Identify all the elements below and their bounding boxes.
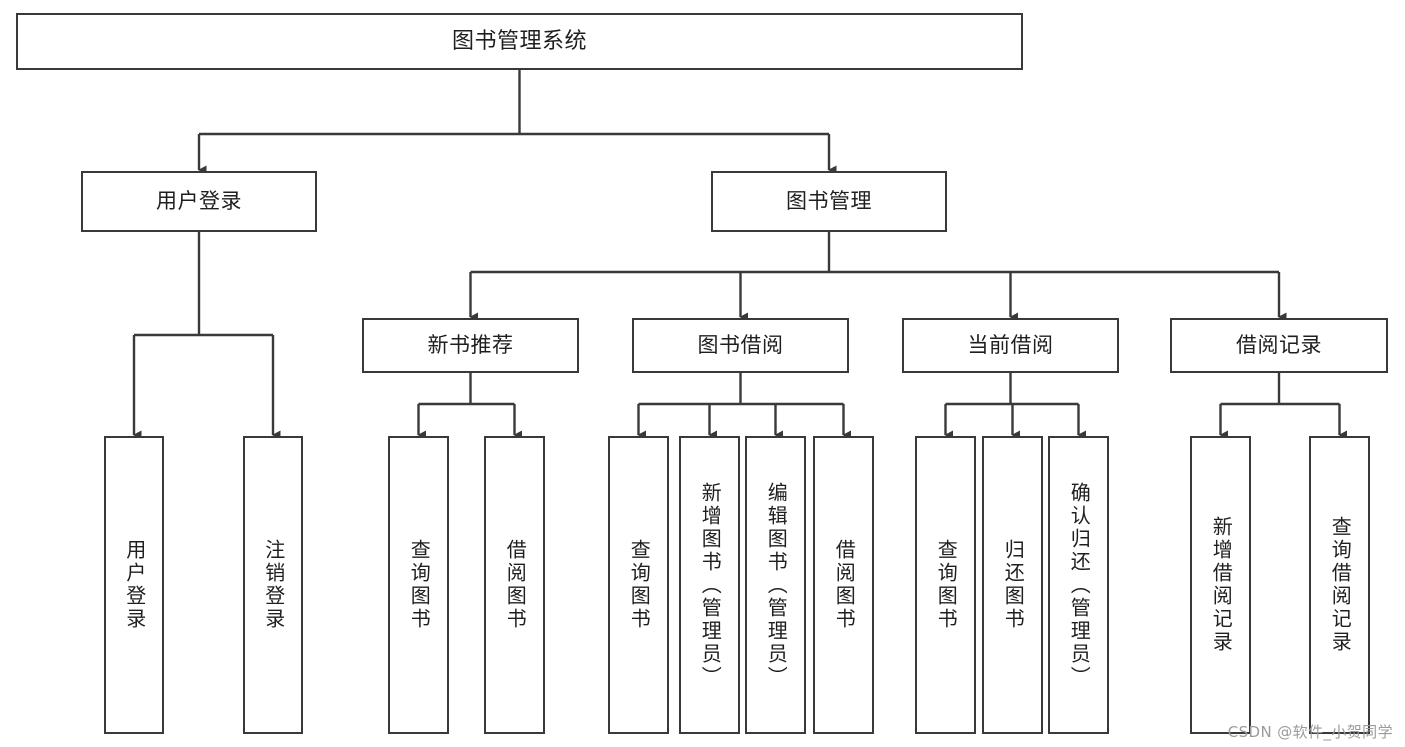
node-label: 借阅记录	[1236, 333, 1322, 358]
node-leaf-edit-book[interactable]: 编辑图书（管理员）	[745, 436, 806, 734]
node-label: 新增借阅记录	[1209, 516, 1234, 654]
node-leaf-query-record[interactable]: 查询借阅记录	[1309, 436, 1370, 734]
node-leaf-add-book[interactable]: 新增图书（管理员）	[679, 436, 740, 734]
node-label: 图书借阅	[697, 333, 784, 358]
node-label: 新增图书（管理员）	[698, 481, 723, 689]
node-label: 确认归还（管理员）	[1067, 481, 1092, 689]
node-borrow-record[interactable]: 借阅记录	[1170, 318, 1388, 373]
node-label: 归还图书	[1001, 539, 1026, 631]
node-label: 编辑图书（管理员）	[764, 481, 789, 689]
node-leaf-add-record[interactable]: 新增借阅记录	[1190, 436, 1251, 734]
node-leaf-confirm-return[interactable]: 确认归还（管理员）	[1048, 436, 1109, 734]
node-label: 查询图书	[407, 539, 432, 631]
node-leaf-user-login[interactable]: 用户登录	[104, 436, 164, 734]
node-user-login[interactable]: 用户登录	[81, 171, 317, 232]
node-new-book-recommend[interactable]: 新书推荐	[362, 318, 579, 373]
node-label: 新书推荐	[427, 333, 514, 358]
node-book-manage[interactable]: 图书管理	[711, 171, 947, 232]
node-leaf-logout[interactable]: 注销登录	[243, 436, 303, 734]
node-leaf-return-book[interactable]: 归还图书	[982, 436, 1043, 734]
node-leaf-query-book-2[interactable]: 查询图书	[608, 436, 669, 734]
node-label: 当前借阅	[967, 333, 1054, 358]
node-label: 查询图书	[627, 539, 652, 631]
node-label: 查询图书	[934, 539, 959, 631]
node-book-borrow[interactable]: 图书借阅	[632, 318, 849, 373]
node-leaf-borrow-book-1[interactable]: 借阅图书	[484, 436, 545, 734]
node-label: 借阅图书	[503, 539, 528, 631]
node-leaf-query-book-3[interactable]: 查询图书	[915, 436, 976, 734]
node-current-borrow[interactable]: 当前借阅	[902, 318, 1119, 373]
node-label: 查询借阅记录	[1328, 516, 1353, 654]
node-label: 用户登录	[156, 189, 242, 214]
node-leaf-query-book-1[interactable]: 查询图书	[388, 436, 449, 734]
node-label: 用户登录	[122, 539, 147, 631]
node-label: 注销登录	[261, 539, 286, 631]
node-root[interactable]: 图书管理系统	[16, 13, 1023, 70]
node-label: 借阅图书	[832, 539, 857, 631]
node-label: 图书管理	[786, 189, 872, 214]
node-leaf-borrow-book-2[interactable]: 借阅图书	[813, 436, 874, 734]
node-label: 图书管理系统	[451, 28, 587, 54]
